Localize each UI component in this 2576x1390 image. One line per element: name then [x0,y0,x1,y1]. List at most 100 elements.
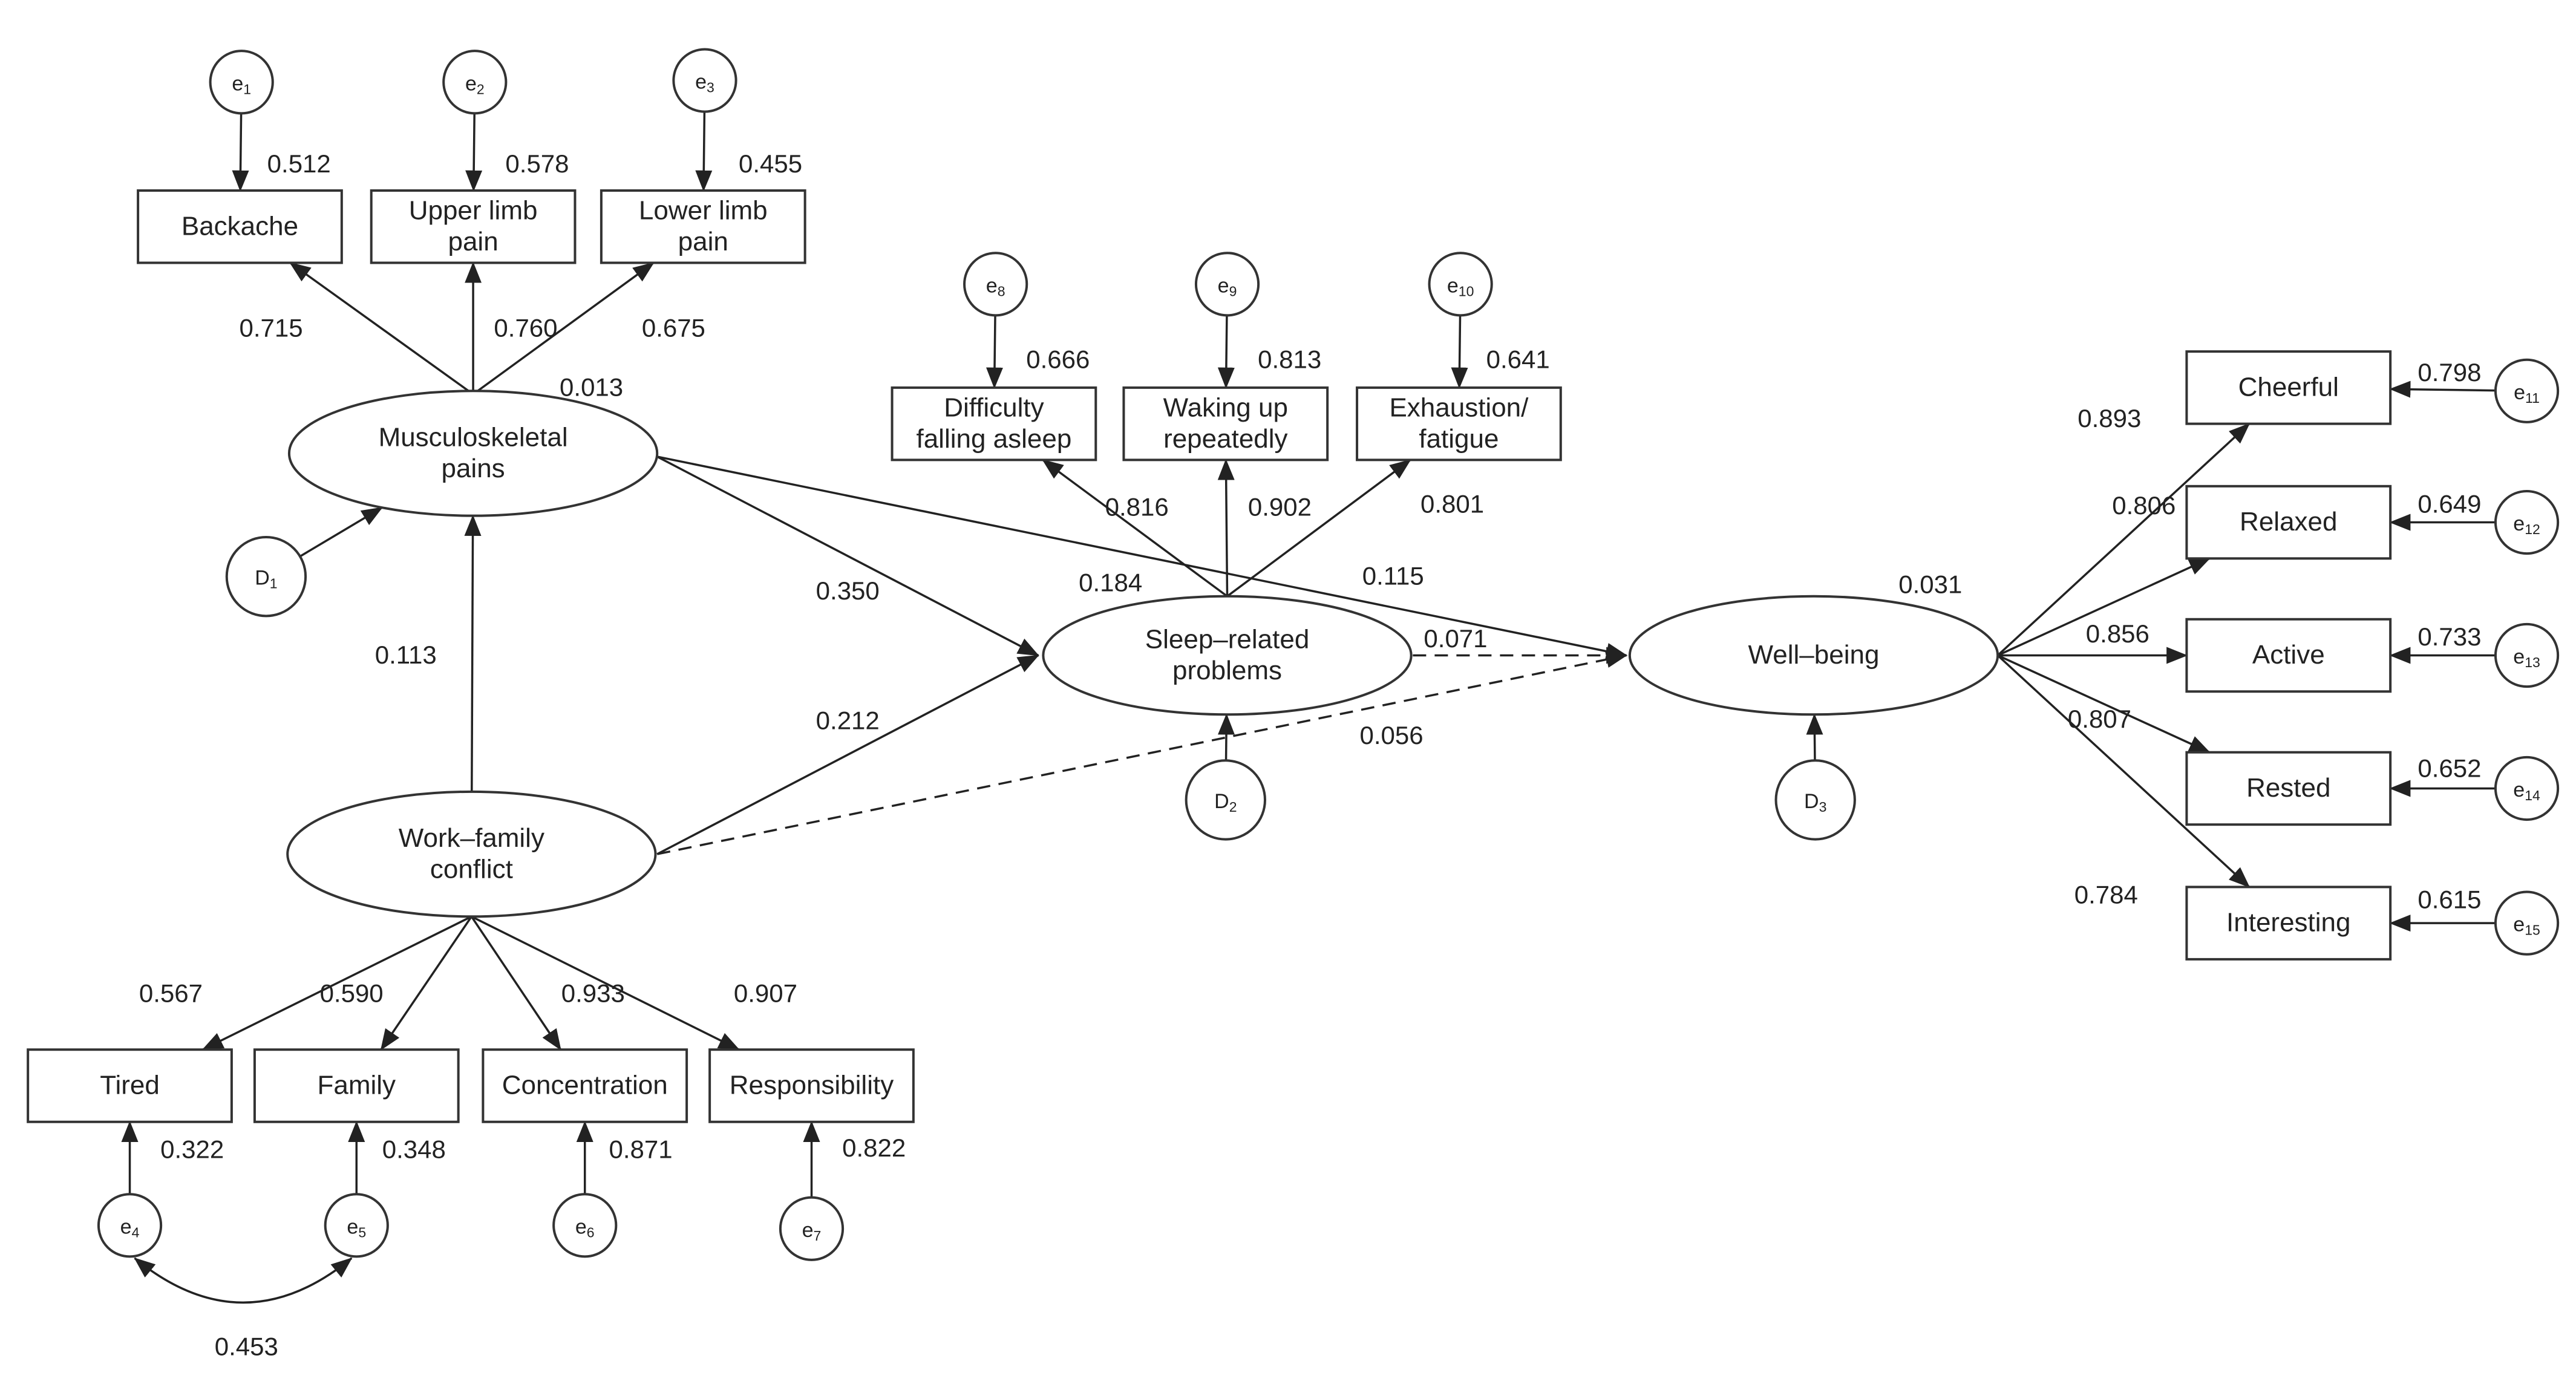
coef-wb-cheerful: 0.893 [2077,404,2141,432]
coef-wfc-wb: 0.056 [1360,721,1424,749]
e15-circle [2494,890,2560,956]
e9-node: e9 [1194,252,1260,317]
coef-msk-r2: 0.013 [560,373,623,401]
exhaustion-node: Exhaustion/fatigue [1356,386,1562,462]
coef-msk-sleep: 0.350 [816,576,880,605]
path-wfc-to-msk-arrow [464,514,482,792]
cheerful-node: Cheerful [2185,350,2392,425]
family-box [253,1048,460,1123]
path-structural-arrow [656,651,1628,855]
e13-label: e13 [2513,645,2540,670]
family-label: Family [317,1071,396,1100]
e8-circle [963,252,1028,317]
exhaustion-box [1356,386,1562,462]
e5-circle [324,1193,389,1258]
path-to-waking-arrow [1217,458,1235,596]
tired-label: Tired [100,1071,160,1100]
coef-wb-r2: 0.031 [1898,570,1962,598]
coef-e8: 0.666 [1026,345,1090,373]
coef-e9: 0.813 [1258,345,1321,373]
e10-circle [1428,252,1493,317]
e6-label: e6 [575,1215,595,1240]
e1-circle [209,50,274,115]
coef-sleep-exhaustion: 0.801 [1420,489,1484,518]
coef-sleep-wb: 0.071 [1424,624,1487,653]
exhaustion-label: Exhaustion/fatigue [1389,393,1529,454]
path-structural-arrow [656,455,1039,657]
path-e1-to-backache-arrow [232,113,249,192]
responsibility-node: Responsibility [708,1048,915,1123]
d3-label: D3 [1804,790,1826,815]
e8-node: e8 [963,252,1028,317]
e12-node: e12 [2494,489,2560,555]
rested-label: Rested [2246,773,2330,803]
e15-node: e15 [2494,890,2560,956]
e7-label: e7 [802,1219,822,1244]
coef-e2: 0.578 [505,149,569,178]
relaxed-label: Relaxed [2240,507,2337,537]
e8-label: e8 [986,274,1005,299]
lower-limb-box [600,189,806,264]
e9-label: e9 [1218,274,1237,299]
e12-label: e12 [2513,512,2540,537]
e13-node: e13 [2494,622,2560,688]
path-to-difficulty-arrow [1042,458,1228,598]
e11-label: e11 [2514,381,2540,406]
d2-label: D2 [1214,790,1237,815]
coef-sleep-difficulty: 0.816 [1105,493,1169,521]
path-e11-to-cheerful-arrow [2389,380,2496,398]
tired-node: Tired [27,1048,233,1123]
path-to-responsibility-arrow [471,915,740,1051]
e6-circle [552,1193,618,1258]
coef-e4: 0.322 [160,1135,224,1163]
interesting-box [2185,886,2392,961]
path-e9-to-waking-arrow [1217,315,1235,389]
e3-circle [672,48,737,113]
e6-node: e6 [552,1193,618,1258]
backache-label: Backache [181,211,298,241]
coef-e14: 0.652 [2417,754,2481,782]
e5-node: e5 [324,1193,389,1258]
coef-e4-e5: 0.453 [215,1332,278,1360]
concentration-box [482,1048,688,1123]
e1-label: e1 [232,72,251,97]
e2-circle [442,50,508,115]
relaxed-box [2185,485,2392,560]
coef-wfc-responsibility: 0.907 [734,979,797,1007]
wb-ellipse [1628,595,1999,716]
tired-box [27,1048,233,1123]
path-structural-arrow [656,654,1039,855]
rested-box [2185,751,2392,826]
e12-circle [2494,489,2560,555]
path-to-lower-limb-arrow [472,262,655,396]
backache-node: Backache [137,189,343,264]
e13-circle [2494,622,2560,688]
d1-label: D1 [255,567,277,592]
coef-msk-wb: 0.115 [1362,562,1424,590]
path-to-interesting-arrow [1996,654,2251,888]
coef-wb-active: 0.856 [2086,619,2149,648]
coef-sleep-r2: 0.184 [1079,569,1142,597]
family-node: Family [253,1048,460,1123]
coef-msk-upper: 0.760 [494,314,557,342]
responsibility-label: Responsibility [730,1071,894,1100]
coef-wfc-concentration: 0.933 [561,979,625,1007]
path-to-cheerful-arrow [1996,423,2251,656]
coef-e1: 0.512 [267,149,331,178]
d1-node: D1 [225,535,307,618]
backache-box [137,189,343,264]
responsibility-box [708,1048,915,1123]
coef-e11: 0.798 [2417,358,2481,387]
difficulty-box [891,386,1097,462]
msk-ellipse [287,390,659,517]
e3-label: e3 [695,71,714,96]
